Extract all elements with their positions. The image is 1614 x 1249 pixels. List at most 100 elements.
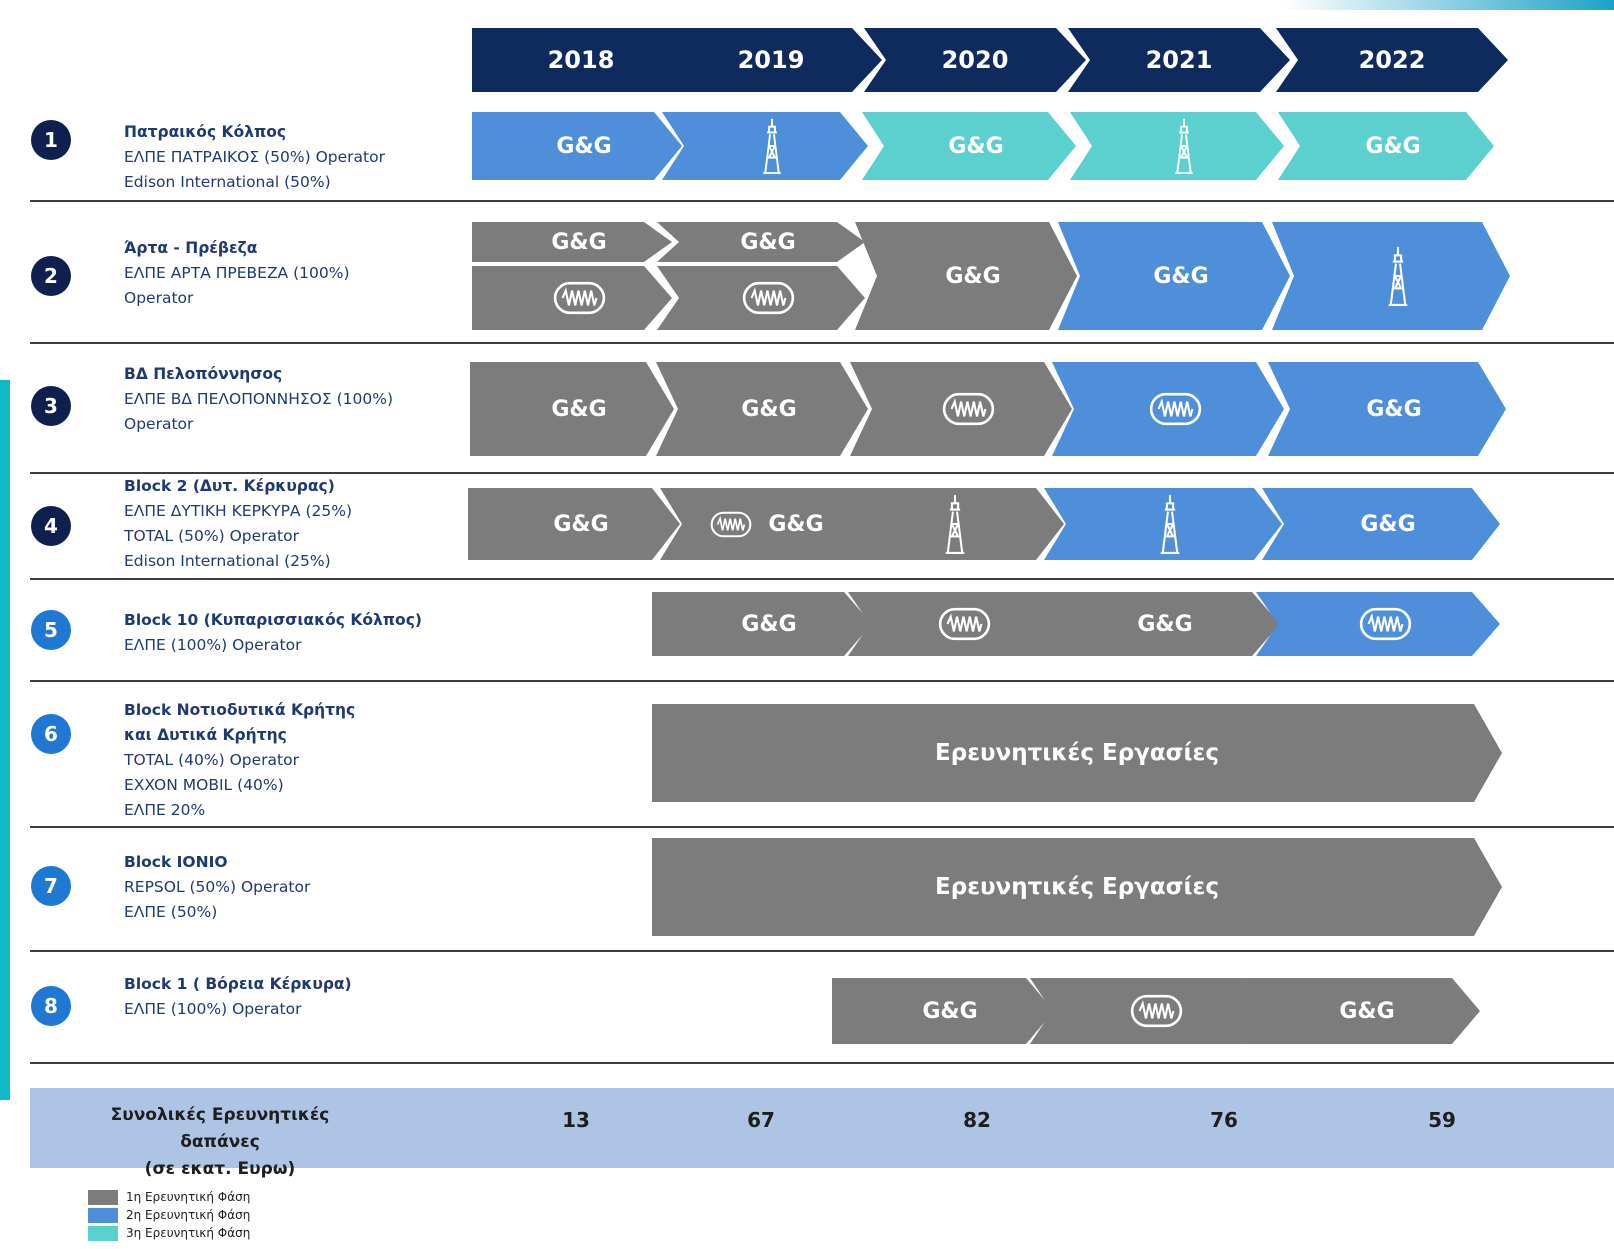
cost-value-2021: 76	[1210, 1108, 1238, 1132]
block-partner-line: EXXON MOBIL (40%)	[124, 776, 284, 794]
legend-item: 1η Ερευνητική Φάση	[88, 1188, 250, 1206]
phase-segment	[1272, 222, 1510, 330]
block-partner-line: Operator	[124, 415, 194, 433]
phase-segment: Ερευνητικές Εργασίες	[652, 838, 1502, 936]
phase-segment	[848, 592, 1066, 656]
seismic-wave-icon	[1130, 994, 1183, 1028]
row-divider	[30, 342, 1614, 344]
block-partner-line: TOTAL (40%) Operator	[124, 751, 299, 769]
seismic-icon-wrap	[928, 392, 995, 426]
gg-label: G&G	[1153, 263, 1209, 289]
row-divider	[30, 680, 1614, 682]
phase-segment: G&G	[1240, 978, 1480, 1044]
phase-segment: Ερευνητικές Εργασίες	[652, 704, 1502, 802]
cost-value-2018: 13	[562, 1108, 590, 1132]
cost-value-2019: 67	[747, 1108, 775, 1132]
block-title: Πατραικός Κόλπος	[124, 123, 287, 141]
row-divider	[30, 200, 1614, 202]
block-info: Block 2 (Δυτ. Κέρκυρας) ΕΛΠΕ ΔΥΤΙΚΗ ΚΕΡΚΥ…	[124, 474, 454, 574]
block-partner-line: ΕΛΠΕ ΔΥΤΙΚΗ ΚΕΡΚΥΡΑ (25%)	[124, 502, 352, 520]
phase-segment: G&G	[660, 488, 860, 560]
rig-icon-wrap	[1143, 493, 1183, 555]
gg-label: G&G	[768, 511, 824, 537]
phase-segment: G&G	[468, 488, 680, 560]
gg-label: G&G	[741, 611, 797, 637]
top-accent-strip	[1284, 0, 1614, 10]
block-title: Block Νοτιοδυτικά Κρήτης και Δυτικά Κρήτ…	[124, 701, 356, 744]
gg-label: G&G	[1360, 511, 1416, 537]
phase-segment: G&G	[1278, 112, 1494, 180]
gg-label: G&G	[1339, 998, 1395, 1024]
phase-segment: G&G	[855, 222, 1077, 330]
block-partner-line: ΕΛΠΕ ΠΑΤΡΑΙΚΟΣ (50%) Operator	[124, 148, 385, 166]
gg-label: G&G	[740, 229, 796, 255]
phase-segment	[657, 266, 865, 330]
year-header-2020: 2020	[864, 28, 1086, 92]
block-partner-line: ΕΛΠΕ (100%) Operator	[124, 636, 302, 654]
phase-segment: G&G	[652, 592, 872, 656]
block-partner-line: Operator	[124, 289, 194, 307]
gg-label: G&G	[551, 229, 607, 255]
seismic-icon-wrap	[539, 281, 606, 315]
gg-label: G&G	[1365, 133, 1421, 159]
phase-segment: G&G	[472, 112, 682, 180]
block-number-badge: 6	[31, 714, 71, 754]
drilling-rig-icon	[1385, 245, 1411, 307]
seismic-wave-icon	[1359, 607, 1412, 641]
legend-label: 2η Ερευνητική Φάση	[126, 1208, 251, 1222]
seismic-icon-wrap	[696, 511, 752, 538]
left-accent-strip	[0, 380, 10, 1100]
phase-segment: G&G	[657, 222, 865, 262]
cost-summary-label: Συνολικές Ερευνητικές δαπάνες (σε εκατ. Ε…	[70, 1102, 370, 1183]
phase-segment	[1052, 362, 1284, 456]
cost-value-2022: 59	[1428, 1108, 1456, 1132]
phase-segment: G&G	[1058, 222, 1290, 330]
phase-segment: G&G	[656, 362, 868, 456]
phase-segment	[850, 362, 1072, 456]
phase-segment: G&G	[470, 362, 674, 456]
legend-label: 3η Ερευνητική Φάση	[126, 1226, 251, 1240]
gg-label: G&G	[945, 263, 1001, 289]
year-header-2022: 2022	[1276, 28, 1508, 92]
gg-label: G&G	[551, 396, 607, 422]
cost-summary-bar	[30, 1088, 1614, 1168]
block-title: Block 10 (Κυπαρισσιακός Κόλπος)	[124, 611, 422, 629]
rig-icon-wrap	[928, 493, 968, 555]
block-partner-line: Edison International (50%)	[124, 173, 331, 191]
block-info: Block 10 (Κυπαρισσιακός Κόλπος) ΕΛΠΕ (100…	[124, 608, 454, 658]
phase-segment: G&G	[1262, 488, 1500, 560]
gg-label: G&G	[948, 133, 1004, 159]
legend-item: 3η Ερευνητική Φάση	[88, 1224, 250, 1242]
seismic-wave-icon	[938, 607, 991, 641]
exploration-label: Ερευνητικές Εργασίες	[935, 740, 1219, 766]
row-divider	[30, 950, 1614, 952]
gg-label: G&G	[922, 998, 978, 1024]
phase-segment	[1070, 112, 1284, 180]
drilling-rig-icon	[1157, 493, 1183, 555]
exploration-label: Ερευνητικές Εργασίες	[935, 874, 1219, 900]
cost-label-line2: (σε εκατ. Ευρω)	[144, 1159, 296, 1179]
legend-swatch	[88, 1225, 118, 1241]
phase-segment: G&G	[832, 978, 1054, 1044]
phase-segment	[832, 488, 1064, 560]
block-number-badge: 8	[31, 986, 71, 1026]
seismic-icon-wrap	[924, 607, 991, 641]
gg-label: G&G	[556, 133, 612, 159]
seismic-icon-wrap	[1135, 392, 1202, 426]
cost-label-line1: Συνολικές Ερευνητικές δαπάνες	[110, 1105, 330, 1152]
block-title: ΒΔ Πελοπόννησος	[124, 365, 283, 383]
row-divider	[30, 578, 1614, 580]
block-partner-line: ΕΛΠΕ 20%	[124, 801, 206, 819]
legend-swatch	[88, 1207, 118, 1223]
row-divider	[30, 1062, 1614, 1064]
phase-segment	[1256, 592, 1500, 656]
block-number-badge: 3	[31, 386, 71, 426]
gg-label: G&G	[741, 396, 797, 422]
seismic-icon-wrap	[728, 281, 795, 315]
year-header-2019: 2019	[660, 28, 882, 92]
block-title: Block 2 (Δυτ. Κέρκυρας)	[124, 477, 335, 495]
